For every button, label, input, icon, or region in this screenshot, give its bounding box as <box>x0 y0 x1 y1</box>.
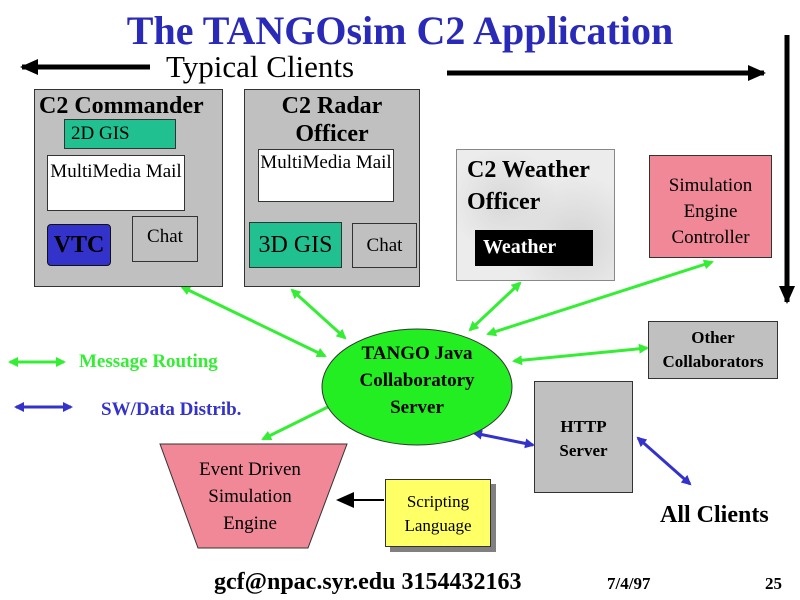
route-radar <box>290 288 347 340</box>
commander-mail: MultiMedia Mail <box>47 155 185 211</box>
scripting-language-box: Scripting Language <box>385 479 491 547</box>
legend-message-routing: Message Routing <box>79 351 218 372</box>
route-weather <box>468 281 522 332</box>
route-commander <box>180 285 327 358</box>
route-other <box>512 343 649 366</box>
distrib-http-clients <box>636 436 692 486</box>
other-collaborators-box: Other Collaborators <box>648 321 778 379</box>
commander-gis: 2D GIS <box>64 119 176 149</box>
radar-mail: MultiMedia Mail <box>258 149 394 202</box>
route-event-engine <box>261 400 340 441</box>
server-shape <box>321 328 513 446</box>
legend-sw-distrib: SW/Data Distrib. <box>101 399 242 420</box>
commander-panel: C2 Commander 2D GIS MultiMedia Mail VTC … <box>34 89 223 287</box>
radar-panel: C2 Radar Officer MultiMedia Mail 3D GIS … <box>244 89 420 287</box>
page-title: The TANGOsim C2 Application <box>126 8 674 53</box>
footer-contact: gcf@npac.syr.edu 3154432163 <box>214 569 522 595</box>
all-clients-label: All Clients <box>660 502 769 528</box>
sim-controller-box: Simulation Engine Controller <box>649 155 772 258</box>
event-engine-label: Event Driven Simulation Engine <box>199 459 301 534</box>
footer-page: 25 <box>765 574 782 593</box>
distrib-server-http <box>472 429 535 449</box>
radar-title: C2 Radar Officer <box>281 93 383 147</box>
weather-box: Weather <box>475 230 593 266</box>
radar-chat: Chat <box>352 223 417 268</box>
weather-title: C2 Weather Officer <box>467 157 590 215</box>
commander-vtc: VTC <box>47 224 111 266</box>
http-server-box: HTTP Server <box>534 381 633 493</box>
footer-date: 7/4/97 <box>607 574 651 593</box>
route-sim-controller <box>486 259 714 337</box>
server-label: TANGO Java Collaboratory Server <box>359 343 475 418</box>
typical-clients-label: Typical Clients <box>166 49 355 84</box>
commander-title: C2 Commander <box>39 93 204 119</box>
commander-chat: Chat <box>132 216 198 262</box>
event-engine-shape <box>159 443 348 549</box>
weather-panel: C2 Weather Officer Weather <box>456 149 615 281</box>
radar-gis: 3D GIS <box>249 222 342 268</box>
